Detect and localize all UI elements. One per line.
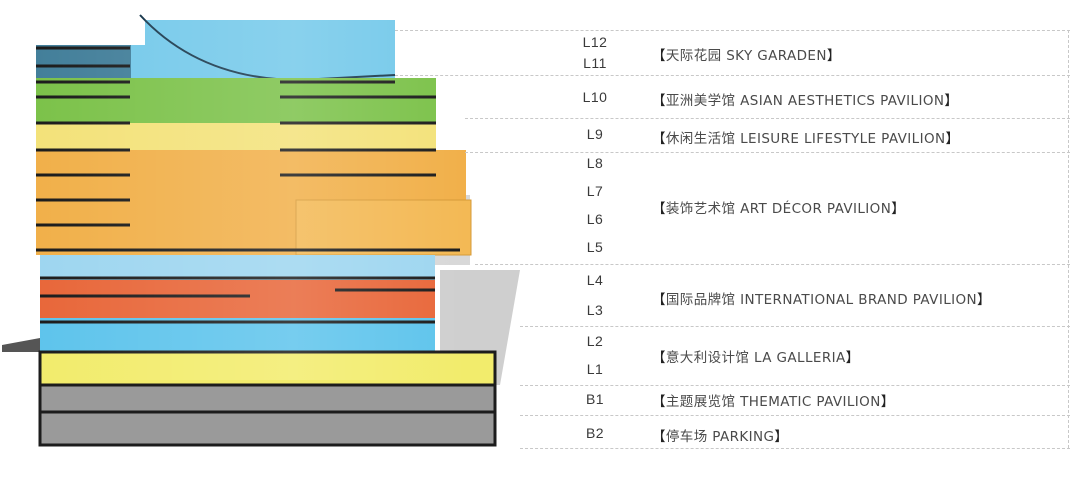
guide-line (395, 75, 1070, 76)
zone-label: 【停车场 PARKING】 (652, 429, 789, 445)
level-label: L10 (582, 89, 608, 105)
zone-label: 【国际品牌馆 INTERNATIONAL BRAND PAVILION】 (652, 292, 991, 308)
level-label: B2 (585, 425, 605, 441)
level-label: L1 (586, 361, 604, 377)
level-label: L5 (586, 239, 604, 255)
ground-plate (2, 338, 40, 352)
zone-parking (40, 385, 495, 445)
guide-line (520, 385, 1070, 386)
zone-label: 【休闲生活馆 LEISURE LIFESTYLE PAVILION】 (652, 131, 960, 147)
guide-line (520, 326, 1070, 327)
guide-line (520, 415, 1070, 416)
zone-label: 【意大利设计馆 LA GALLERIA】 (652, 350, 860, 366)
guide-line (395, 30, 1070, 31)
level-label: L12 (582, 34, 608, 50)
level-label: L11 (583, 55, 607, 71)
level-label: L3 (586, 302, 604, 318)
level-label: L9 (586, 126, 604, 142)
level-label: L8 (586, 155, 604, 171)
level-label: L4 (586, 272, 604, 288)
zone-label: 【主题展览馆 THEMATIC PAVILION】 (652, 394, 895, 410)
zone-label: 【天际花园 SKY GARADEN】 (652, 48, 841, 64)
level-label: L2 (586, 333, 604, 349)
guide-line (520, 448, 1070, 449)
guide-line (465, 118, 1070, 119)
zone-label: 【装饰艺术馆 ART DÉCOR PAVILION】 (652, 201, 906, 217)
level-label: L7 (586, 183, 604, 199)
guide-line (465, 152, 1070, 153)
glass-sheen (36, 20, 466, 380)
guide-vertical (1068, 30, 1069, 448)
zone-label: 【亚洲美学馆 ASIAN AESTHETICS PAVILION】 (652, 93, 959, 109)
guide-line (475, 264, 1070, 265)
level-label: L6 (586, 211, 604, 227)
level-label: B1 (585, 391, 605, 407)
